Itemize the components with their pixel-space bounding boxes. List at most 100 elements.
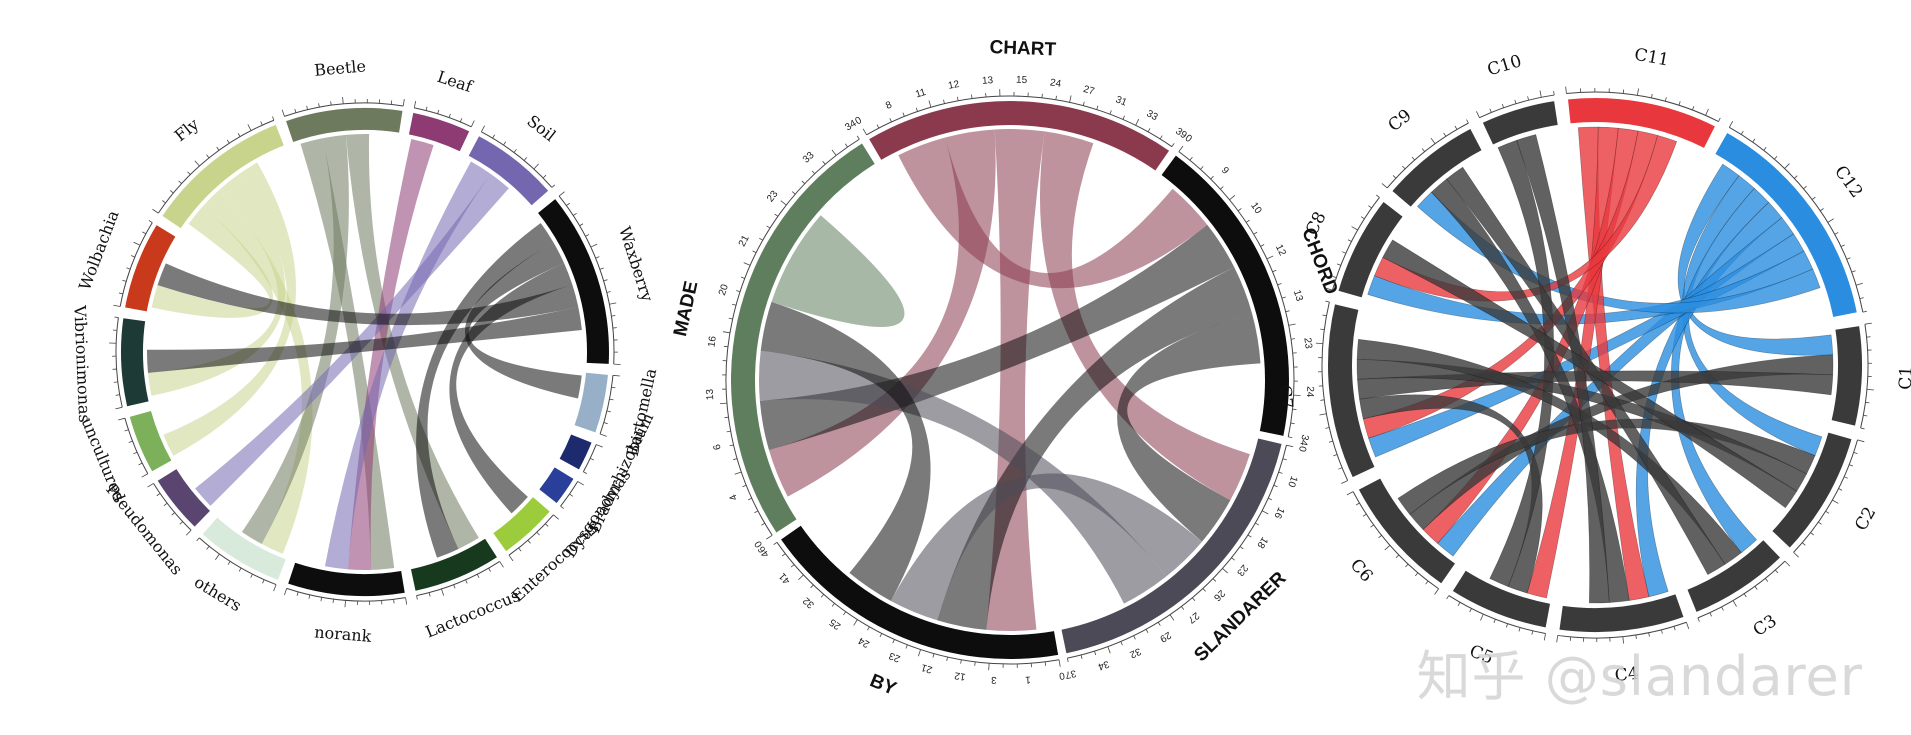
tick-label-chord: 0 (1183, 133, 1194, 145)
sector-tick (273, 584, 277, 592)
sector-arc-c1 (1829, 323, 1864, 429)
sector-arc-leaf (408, 112, 470, 152)
sector-tick (595, 256, 600, 259)
chord-ribbon-made-made (771, 215, 905, 328)
sector-tick (1718, 117, 1721, 122)
sector-tick (1288, 436, 1293, 439)
sector-tick (831, 149, 837, 156)
sector-tick (226, 139, 230, 144)
sector-tick (736, 290, 741, 293)
sector-label-c6: C6 (1346, 555, 1377, 586)
tick-label-chord: 13 (1291, 289, 1305, 303)
sector-tick (545, 523, 549, 527)
tick-label-made: 23 (765, 188, 781, 204)
sector-tick (1802, 542, 1806, 546)
sector-tick (1840, 244, 1845, 248)
tick-label-slandarer: 27 (1185, 610, 1201, 626)
sector-tick (294, 108, 297, 113)
ribbon-group (147, 134, 582, 571)
sector-tick (437, 109, 440, 114)
sector-tick (1325, 427, 1330, 429)
sector-arc-made (730, 143, 875, 533)
sector-tick (1505, 623, 1509, 628)
sector-tick (523, 157, 528, 161)
sector-tick (170, 190, 174, 194)
sector-tick (133, 451, 138, 455)
sector-label-waxberry: Waxberry (615, 224, 657, 304)
sector-tick (1402, 165, 1406, 170)
sector-tick (1810, 532, 1814, 536)
sector-tick (499, 561, 504, 568)
sector-tick (227, 561, 231, 565)
sector-tick (822, 161, 826, 165)
tick-label-made: 4 (728, 492, 740, 502)
chord-ribbon-waxberry-vibrionimonas (147, 307, 582, 373)
sector-tick (533, 163, 539, 170)
sector-arc-waxberry (538, 199, 609, 364)
sector-tick (1661, 629, 1663, 634)
sector-tick (1692, 106, 1695, 111)
sector-tick (1728, 121, 1734, 128)
sector-tick (470, 120, 475, 128)
sector-tick (152, 208, 159, 214)
sector-tick (853, 619, 858, 626)
sector-axis-waxberry (558, 195, 615, 365)
sector-tick (733, 458, 738, 461)
sector-arc-c2 (1769, 430, 1854, 551)
sector-label-others: others (191, 572, 245, 615)
sector-tick (296, 591, 299, 596)
sector-tick (518, 547, 522, 552)
sector-tick (284, 588, 288, 596)
sector-tick (759, 237, 763, 241)
tick-label-slandarer: 29 (1157, 629, 1173, 644)
tick-label-made: 16 (706, 335, 718, 348)
sector-tick (1338, 467, 1343, 470)
sector-tick (156, 493, 161, 497)
tick-label-slandarer: 23 (1234, 562, 1250, 578)
sector-tick (1245, 219, 1250, 223)
sector-tick (1651, 93, 1653, 98)
sector-tick (1351, 226, 1358, 231)
sector-arc-vibrionimonas (121, 318, 149, 407)
sector-tick (1376, 194, 1380, 198)
tick-label-by: 24 (856, 634, 871, 649)
sector-tick (609, 398, 614, 401)
sector-tick (599, 433, 607, 437)
sector-tick (1825, 510, 1830, 514)
sector-tick (1846, 257, 1851, 260)
sector-tick (1709, 612, 1712, 617)
sector-tick (932, 653, 935, 658)
sector-tick (1200, 166, 1204, 170)
sector-tick (1514, 99, 1517, 104)
tick-label-chord: 10 (1248, 201, 1264, 217)
sector-tick (1851, 270, 1856, 273)
sector-tick (133, 241, 141, 246)
sector-tick (902, 112, 905, 117)
sector-axis-c1 (1860, 324, 1869, 429)
sector-tick (1133, 635, 1136, 640)
sector-tick (732, 303, 737, 306)
sector-axis-c12 (1729, 126, 1864, 313)
sector-tick (1527, 96, 1529, 101)
sector-tick (879, 633, 883, 638)
sector-tick (1171, 143, 1175, 147)
sector-tick (1202, 588, 1206, 592)
sector-tick (1686, 622, 1690, 629)
sector-tick (603, 279, 608, 282)
sector-axis-leaf (414, 107, 472, 128)
sector-tick (1705, 108, 1709, 116)
tick-label-chord: 9 (1219, 165, 1231, 177)
sector-tick (344, 600, 346, 608)
sector-tick (113, 304, 121, 307)
sector-tick (1325, 300, 1330, 303)
chord-ribbon-fly-vibrionimonas (148, 175, 286, 396)
sector-tick (1237, 208, 1242, 212)
sector-tick (1286, 444, 1294, 448)
sector-tick (603, 422, 608, 425)
sector-axis-by (776, 542, 1060, 665)
sector-tick (1231, 557, 1235, 561)
sector-tick (115, 406, 123, 410)
sector-tick (790, 564, 795, 568)
sector-arc-bartomella (574, 372, 608, 433)
